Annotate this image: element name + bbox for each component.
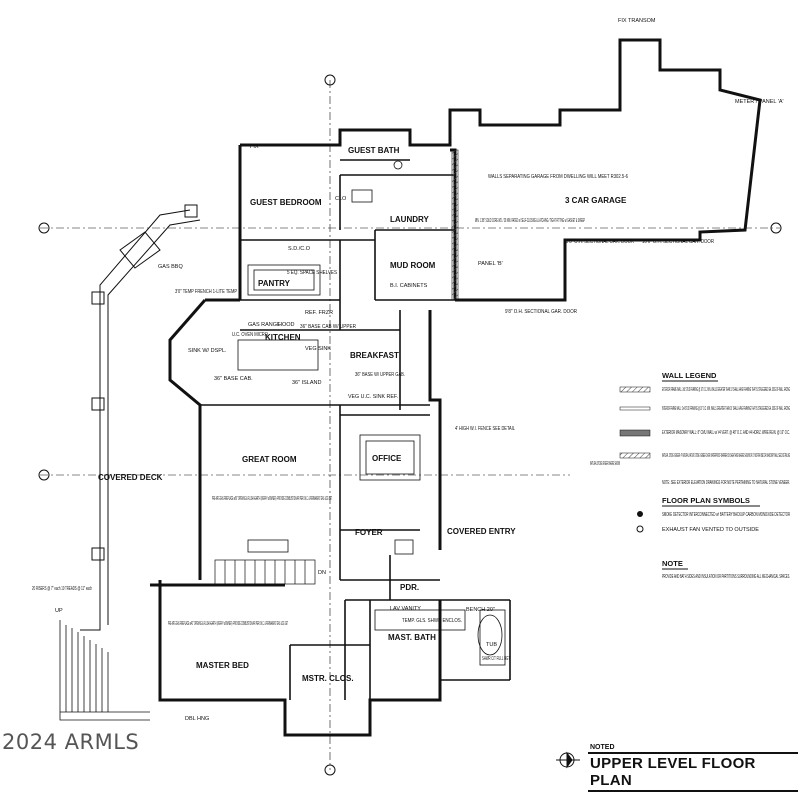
note-veg-sink: VEG SINK (305, 346, 331, 352)
legend-stone-label: NATURAL STONE VENEER WHERE SHOWN (590, 461, 620, 467)
symbols-legend: FLOOR PLAN SYMBOLS SMOKE DETECTOR INTERC… (636, 496, 790, 533)
legend-wall-item-1: INTERIOR FRAME WALL: 2x4 STUD FRAMING @ … (662, 406, 790, 412)
watermark: 2024 ARMLS (2, 730, 140, 754)
note-fix-transom: FIX TRANSOM (618, 18, 656, 24)
note-meter: METER / PANEL 'A' (735, 99, 784, 105)
room-covered-entry: COVERED ENTRY (447, 527, 516, 536)
note-garage-door-2: 16'0" O.H. SECTIONAL GAR. DOOR (642, 239, 714, 245)
note-lav-vanity: LAV VANITY (390, 606, 421, 612)
legend-wall-item-0: EXTERIOR FRAME WALL: 2x6 STUD FRAMING @ … (662, 387, 790, 393)
note-french-temp: 3'0" TEMP FRENCH 1-LITE TEMP (175, 289, 237, 295)
note-dbl-hng: DBL HNG (185, 716, 209, 722)
note-sd-co: S.D./C.O (288, 246, 311, 252)
north-arrow-icon (556, 751, 580, 769)
note-stair-dn: DN (318, 570, 326, 576)
note-sink-disp: SINK W/ DSPL. (188, 348, 227, 354)
note-island: 36" ISLAND (292, 380, 321, 386)
room-breakfast: BREAKFAST (350, 351, 399, 360)
room-mstr-clos: MSTR. CLOS. (302, 674, 354, 683)
legend-wall-item-4: NOTE: SEE EXTERIOR ELEVATION DRAWINGS FO… (662, 480, 790, 486)
note-hood: HOOD (278, 322, 295, 328)
note-shelves: 5 EQ. SPACE SHELVES (287, 270, 337, 276)
drawing-title: UPPER LEVEL FLOOR PLAN (588, 752, 798, 792)
note-garage-walls: WALLS SEPARATING GARAGE FROM DWELLING WI… (488, 174, 628, 180)
note-fireplace-great: PRE-MFG GAS FIREPLACE w/60" OPENING & FL… (212, 496, 332, 502)
note-panel-b: PANEL 'B' (478, 261, 503, 267)
note-temp-shwr: TEMP. GLS. SHWR ENCLOS. (402, 618, 462, 624)
room-covered-deck: COVERED DECK (98, 473, 163, 482)
legend-wall-item-3: NATURAL STONE VENEER: 4" NATURAL NATIVE … (662, 453, 790, 459)
note-garage-door-3: 9'8" O.H. SECTIONAL GAR. DOOR (505, 309, 577, 315)
fixtures (237, 160, 506, 666)
note-gas-range: GAS RANGE (248, 322, 281, 328)
note-shwr-full-hgt: SHWR C/T FULL HGT (482, 656, 510, 662)
grid-markers (38, 74, 782, 776)
legend-symbols-title: FLOOR PLAN SYMBOLS (662, 496, 750, 505)
room-laundry: LAUNDRY (390, 215, 429, 224)
title-block: NOTED UPPER LEVEL FLOOR PLAN (548, 744, 798, 792)
note-garage-door-1: 9'8" O.H. SECTIONAL GAR. DOOR (566, 239, 634, 245)
grid-lines (40, 80, 780, 770)
wall-legend: WALL LEGEND EXTERIOR FRAME WALL: 2x6 STU… (590, 371, 790, 486)
note-uc-oven: U.C. OVEN MICRO (232, 332, 269, 338)
note-ref-frzr: REF. FRZR (305, 310, 333, 316)
legend-note-text: PROVIDE AND BATH SIDES AND INSULATION OR… (662, 574, 790, 580)
exhaust-fan-icon (636, 525, 644, 533)
legend-note-title: NOTE (662, 559, 683, 568)
note-veg-uc: VEG U.C. SINK REF. (348, 394, 398, 400)
room-mud-room: MUD ROOM (390, 261, 436, 270)
legend-wall-item-2: EXTERIOR MASONRY WALL: 8" CMU WALL w/ #4… (662, 430, 790, 436)
floor-plan-drawing: GUEST BATH GUEST BEDROOM LAUNDRY 3 CAR G… (32, 18, 790, 776)
title-noted: NOTED (590, 744, 615, 751)
interior-walls (200, 159, 511, 700)
note-legend: NOTE PROVIDE AND BATH SIDES AND INSULATI… (662, 559, 790, 580)
note-door: MIN. 1 3/8" SOLID CORE WD. / 20 MIN. RAT… (475, 218, 585, 224)
room-guest-bath: GUEST BATH (348, 146, 400, 155)
room-pantry: PANTRY (258, 279, 291, 288)
room-guest-bedroom: GUEST BEDROOM (250, 198, 322, 207)
note-fix: FIX (250, 144, 259, 150)
room-kitchen: KITCHEN (265, 333, 301, 342)
smoke-detector-icon (637, 511, 643, 517)
note-base-upper-gab: 36" BASE W/ UPPER GAB. (355, 372, 405, 378)
garage-fire-wall (451, 149, 459, 301)
note-gas-bbq: GAS BBQ (158, 264, 183, 270)
note-tub: TUB (486, 642, 497, 648)
room-garage: 3 CAR GARAGE (565, 196, 627, 205)
note-clo: CLO (335, 196, 347, 202)
note-fence: 4' HIGH W.I. FENCE SEE DETAIL (455, 426, 515, 432)
legend-symbol-item-1: EXHAUST FAN VENTED TO OUTSIDE (662, 527, 759, 533)
interior-stair (214, 559, 316, 585)
note-up: UP (55, 608, 63, 614)
note-bi-cabinets: B.I. CABINETS (390, 283, 428, 289)
room-pdr: PDR. (400, 583, 419, 592)
note-fireplace-master: PRE-MFG GAS FIREPLACE w/42" OPENING & FL… (168, 621, 288, 627)
note-base-upper: 36" BASE CAB W/ UPPER (300, 324, 356, 330)
room-great-room: GREAT ROOM (242, 455, 297, 464)
note-base-cab: 36" BASE CAB. (214, 376, 253, 382)
legend-symbol-item-0: SMOKE DETECTOR INTERCONNECTED w/ BATTERY… (662, 512, 790, 518)
room-office: OFFICE (372, 454, 402, 463)
room-master-bed: MASTER BED (196, 661, 249, 670)
room-foyer: FOYER (355, 528, 383, 537)
legend-wall-title: WALL LEGEND (662, 371, 717, 380)
exterior-stairs (59, 620, 150, 721)
note-risers: 20 RISERS @ 7" each 19 TREADS @ 11" each (32, 586, 92, 592)
room-mast-bath: MAST. BATH (388, 633, 436, 642)
note-bench: BENCH 20" (466, 607, 495, 613)
deck-outline (80, 204, 201, 631)
